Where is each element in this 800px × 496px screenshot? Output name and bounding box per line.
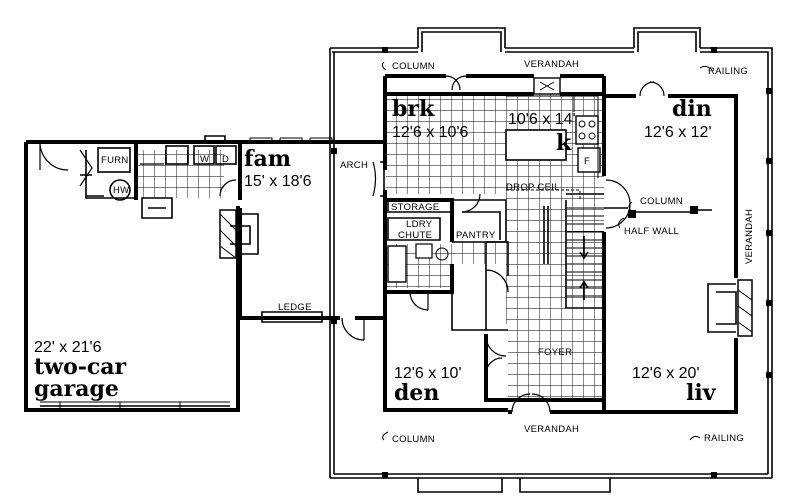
garage [24, 140, 240, 412]
main-walls [383, 74, 753, 414]
kitchen-island [505, 129, 567, 161]
half-wall-label: HALF WALL [624, 226, 679, 237]
column-post [766, 158, 772, 164]
den-dims: 12'6 x 10' [394, 365, 462, 382]
living-fireplace [737, 279, 753, 337]
column-mid-label: COLUMN [640, 196, 683, 207]
hot-water-label: HW [113, 185, 129, 196]
dining-dims: 12'6 x 12' [644, 124, 712, 141]
dining-name: din [672, 96, 712, 122]
column-post [628, 210, 636, 218]
column-post [690, 206, 698, 214]
tub [387, 245, 407, 283]
column-post [766, 372, 772, 378]
range [575, 115, 599, 145]
column-top-label: COLUMN [392, 61, 435, 72]
laundry-chute-label-2: CHUTE [398, 230, 432, 241]
verandah-top-label: VERANDAH [524, 59, 579, 70]
dryer-label: D [222, 154, 229, 165]
fireplace [219, 209, 237, 259]
furnace-label: FURN [101, 155, 129, 166]
column-post [766, 230, 772, 236]
family-dims: 15' x 18'6 [244, 173, 312, 190]
breakfast-name: brk [392, 96, 435, 122]
garage-name-line1: two-car [34, 354, 127, 380]
column-post [766, 300, 772, 306]
foyer-label: FOYER [538, 347, 572, 358]
washer-label: W [200, 154, 209, 165]
garage-name-line2: garage [34, 376, 119, 402]
dryer [215, 145, 237, 165]
tile-floors [138, 94, 604, 400]
column-post [766, 88, 772, 94]
breakfast-dims: 12'6 x 10'6 [392, 124, 468, 141]
living-dims: 12'6 x 20' [632, 365, 700, 382]
storage-label: STORAGE [391, 202, 439, 213]
column-post [331, 318, 337, 324]
furnace [97, 147, 131, 173]
column-post [711, 47, 717, 53]
garage-dims: 22' x 21'6 [34, 339, 102, 356]
verandah-bottom-label: VERANDAH [524, 424, 579, 435]
family-name: fam [244, 146, 291, 172]
arch-label: ARCH [340, 160, 368, 171]
column-post [382, 472, 388, 478]
fridge-label: F [584, 156, 590, 167]
den-name: den [394, 380, 439, 406]
washer [193, 145, 215, 165]
family-room [219, 94, 387, 341]
railing-top-label: RAILING [708, 66, 748, 77]
column-bottom-label: COLUMN [392, 434, 435, 445]
verandah-railing [329, 27, 773, 493]
ledge-label: LEDGE [278, 302, 312, 313]
toilet [415, 243, 433, 259]
hot-water-heater [109, 179, 131, 201]
railing-bottom-label: RAILING [704, 433, 744, 444]
column-post [331, 148, 337, 154]
laundry-chute-label-1: LDRY [406, 219, 433, 230]
living-name: liv [686, 380, 717, 406]
drop-ceiling-label: DROP CEIL [506, 182, 560, 193]
verandah-right-label: VERANDAH [744, 209, 755, 264]
pantry-label: PANTRY [456, 230, 496, 241]
dining-details [604, 179, 712, 229]
kitchen-name: k [556, 130, 572, 156]
kitchen-dims: 10'6 x 14' [508, 111, 576, 128]
den-details [409, 291, 508, 402]
column-post [711, 472, 717, 478]
kitchen-fixtures [505, 77, 601, 200]
column-post [382, 47, 388, 53]
refrigerator [577, 147, 601, 173]
